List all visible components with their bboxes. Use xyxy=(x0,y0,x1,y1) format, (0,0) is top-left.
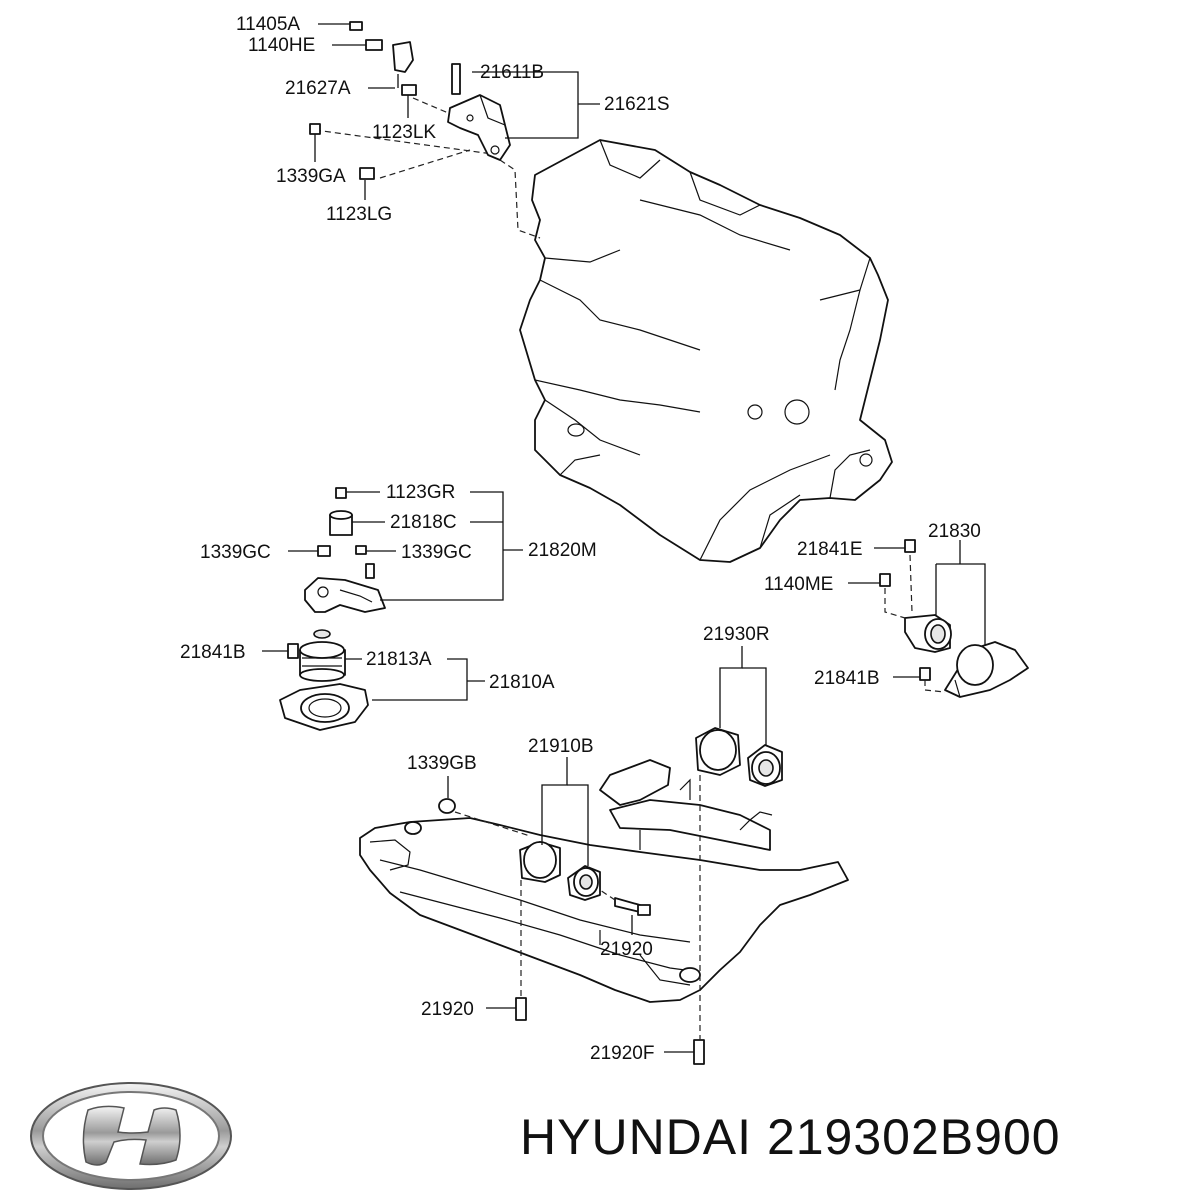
part-number: 219302B900 xyxy=(766,1109,1061,1165)
callout-11405A: 11405A xyxy=(236,14,300,35)
callout-21611B: 21611B xyxy=(480,62,544,83)
callout-21910B: 21910B xyxy=(528,736,594,757)
left-mount-bracket xyxy=(279,487,386,731)
engine-block xyxy=(519,139,893,563)
callout-21930R: 21930R xyxy=(703,624,770,645)
callout-1339GC-right: 1339GC xyxy=(401,542,472,563)
callout-1123GR: 1123GR xyxy=(386,482,455,503)
subframe-crossmember xyxy=(359,759,849,1003)
callout-21818C: 21818C xyxy=(390,512,457,533)
callout-21820M: 21820M xyxy=(528,540,597,561)
callout-21920-center: 21920 xyxy=(600,939,653,960)
top-mount-bracket xyxy=(309,21,511,180)
callout-21621S: 21621S xyxy=(604,94,670,115)
callout-21627A: 21627A xyxy=(285,78,351,99)
hyundai-logo-icon xyxy=(30,1082,232,1190)
callout-1140ME: 1140ME xyxy=(764,574,833,595)
callout-21920F: 21920F xyxy=(590,1043,654,1064)
subframe-leaders xyxy=(447,646,767,1053)
right-mount-bracket xyxy=(879,539,1029,698)
subframe-bolts xyxy=(438,798,705,1065)
top-leaders xyxy=(314,23,600,200)
front-mount-bushing xyxy=(519,841,601,901)
callout-21813A: 21813A xyxy=(366,649,432,670)
leader-dashed xyxy=(379,149,471,179)
callout-1140HE: 1140HE xyxy=(248,35,315,56)
callout-21830: 21830 xyxy=(928,521,981,542)
callout-21841B-right: 21841B xyxy=(814,668,880,689)
callout-1123LK: 1123LK xyxy=(372,122,436,143)
product-title: HYUNDAI 219302B900 xyxy=(520,1108,1061,1166)
callout-1339GA: 1339GA xyxy=(276,166,346,187)
rear-mount-bushing xyxy=(695,727,783,787)
left-mount-leaders xyxy=(262,491,523,701)
callout-1339GB: 1339GB xyxy=(407,753,477,774)
callout-21810A: 21810A xyxy=(489,672,555,693)
callout-21841B-left: 21841B xyxy=(180,642,246,663)
callout-labels: 11405A 1140HE 21627A 21611B 21621S 1123L… xyxy=(180,14,981,1064)
callout-1123LG: 1123LG xyxy=(326,204,392,225)
brand-name: HYUNDAI xyxy=(520,1109,753,1165)
callout-21841E: 21841E xyxy=(797,539,863,560)
callout-21920-left: 21920 xyxy=(421,999,474,1020)
right-mount-leaders xyxy=(848,540,986,693)
callout-1339GC-left: 1339GC xyxy=(200,542,271,563)
